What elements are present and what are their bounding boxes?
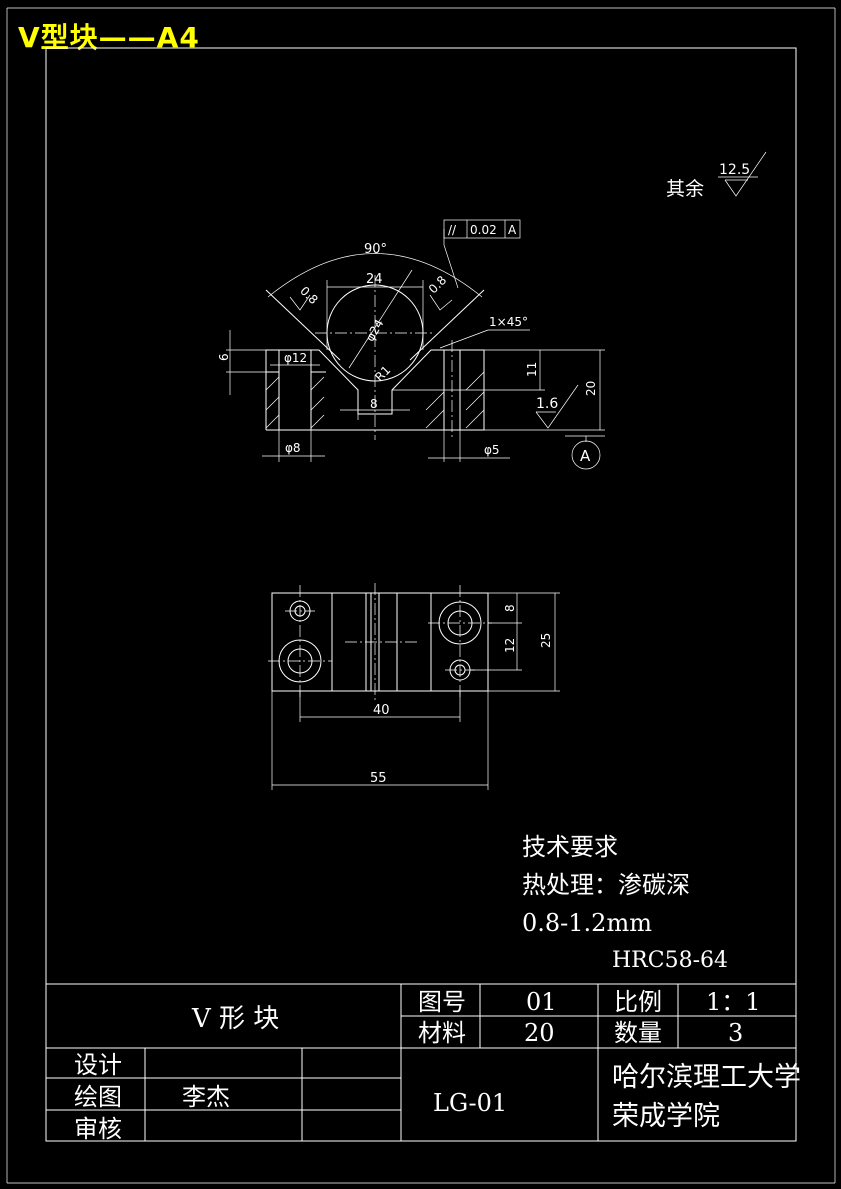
surface-roughness-note: 其余 12.5 <box>666 151 767 200</box>
dim-v-depth: 11 <box>525 362 539 377</box>
tolerance-value: 0.02 <box>470 223 497 237</box>
tolerance-symbol: // <box>448 223 457 237</box>
dim-counterbore: φ12 <box>284 351 307 365</box>
title-block: V 形 块 图号 01 比例 1：1 材料 20 数量 3 设计 绘图 李杰 审… <box>46 983 801 1143</box>
dim-sphere: φ24 <box>363 317 387 344</box>
dim-left-height: 6 <box>217 353 231 361</box>
v-rough-right: 0.8 <box>426 273 449 296</box>
school-line2: 荣成学院 <box>612 1101 720 1132</box>
dim-total-width: 55 <box>370 771 387 786</box>
roughness-note-label: 其余 <box>666 178 704 200</box>
material-label: 材料 <box>418 1019 466 1047</box>
drawing-no-label: 图号 <box>418 988 466 1016</box>
drawn-by: 李杰 <box>182 1083 230 1111</box>
notes-heading: 技术要求 <box>522 833 618 861</box>
drawing-no: 01 <box>526 988 557 1016</box>
quantity-label: 数量 <box>614 1019 662 1047</box>
drawing-code: LG-01 <box>433 1089 507 1117</box>
dim-slot-width: 8 <box>370 397 378 411</box>
dim-8: 8 <box>503 604 517 612</box>
notes-line3: HRC58-64 <box>612 948 728 973</box>
tolerance-datum: A <box>508 223 517 237</box>
quantity-value: 3 <box>728 1019 743 1047</box>
datum-label: A <box>580 447 591 465</box>
top-view: 8 12 25 40 55 <box>268 583 560 790</box>
notes-line1: 热处理：渗碳深 <box>522 871 690 899</box>
base-roughness: 1.6 <box>536 396 558 412</box>
dim-12: 12 <box>503 638 517 653</box>
check-label: 审核 <box>74 1115 122 1143</box>
design-label: 设计 <box>74 1051 122 1079</box>
scale-label: 比例 <box>614 988 662 1016</box>
dim-hole-spacing: 40 <box>373 703 390 718</box>
dim-25: 25 <box>539 633 553 648</box>
dim-top-width: 24 <box>366 272 383 287</box>
dim-total-height: 20 <box>584 381 598 396</box>
outer-border <box>6 7 836 1184</box>
front-view: 90° 24 φ24 R1 0.8 0.8 // 0.02 A 1×45° <box>217 219 605 470</box>
dim-bore-right: φ5 <box>484 443 500 457</box>
part-name: V 形 块 <box>191 1004 279 1034</box>
angle-label: 90° <box>364 242 387 257</box>
dim-bore-left: φ8 <box>285 441 301 455</box>
scale-value: 1：1 <box>706 988 761 1016</box>
school-line1: 哈尔滨理工大学 <box>612 1062 801 1093</box>
drawn-label: 绘图 <box>74 1083 122 1111</box>
drawing-frame <box>45 47 797 1142</box>
dim-chamfer: 1×45° <box>489 315 528 329</box>
roughness-note-value: 12.5 <box>719 162 750 178</box>
v-rough-left: 0.8 <box>297 284 320 307</box>
technical-notes: 技术要求 热处理：渗碳深 0.8-1.2mm HRC58-64 <box>522 833 728 973</box>
notes-line2: 0.8-1.2mm <box>522 909 652 937</box>
material-value: 20 <box>524 1019 555 1047</box>
